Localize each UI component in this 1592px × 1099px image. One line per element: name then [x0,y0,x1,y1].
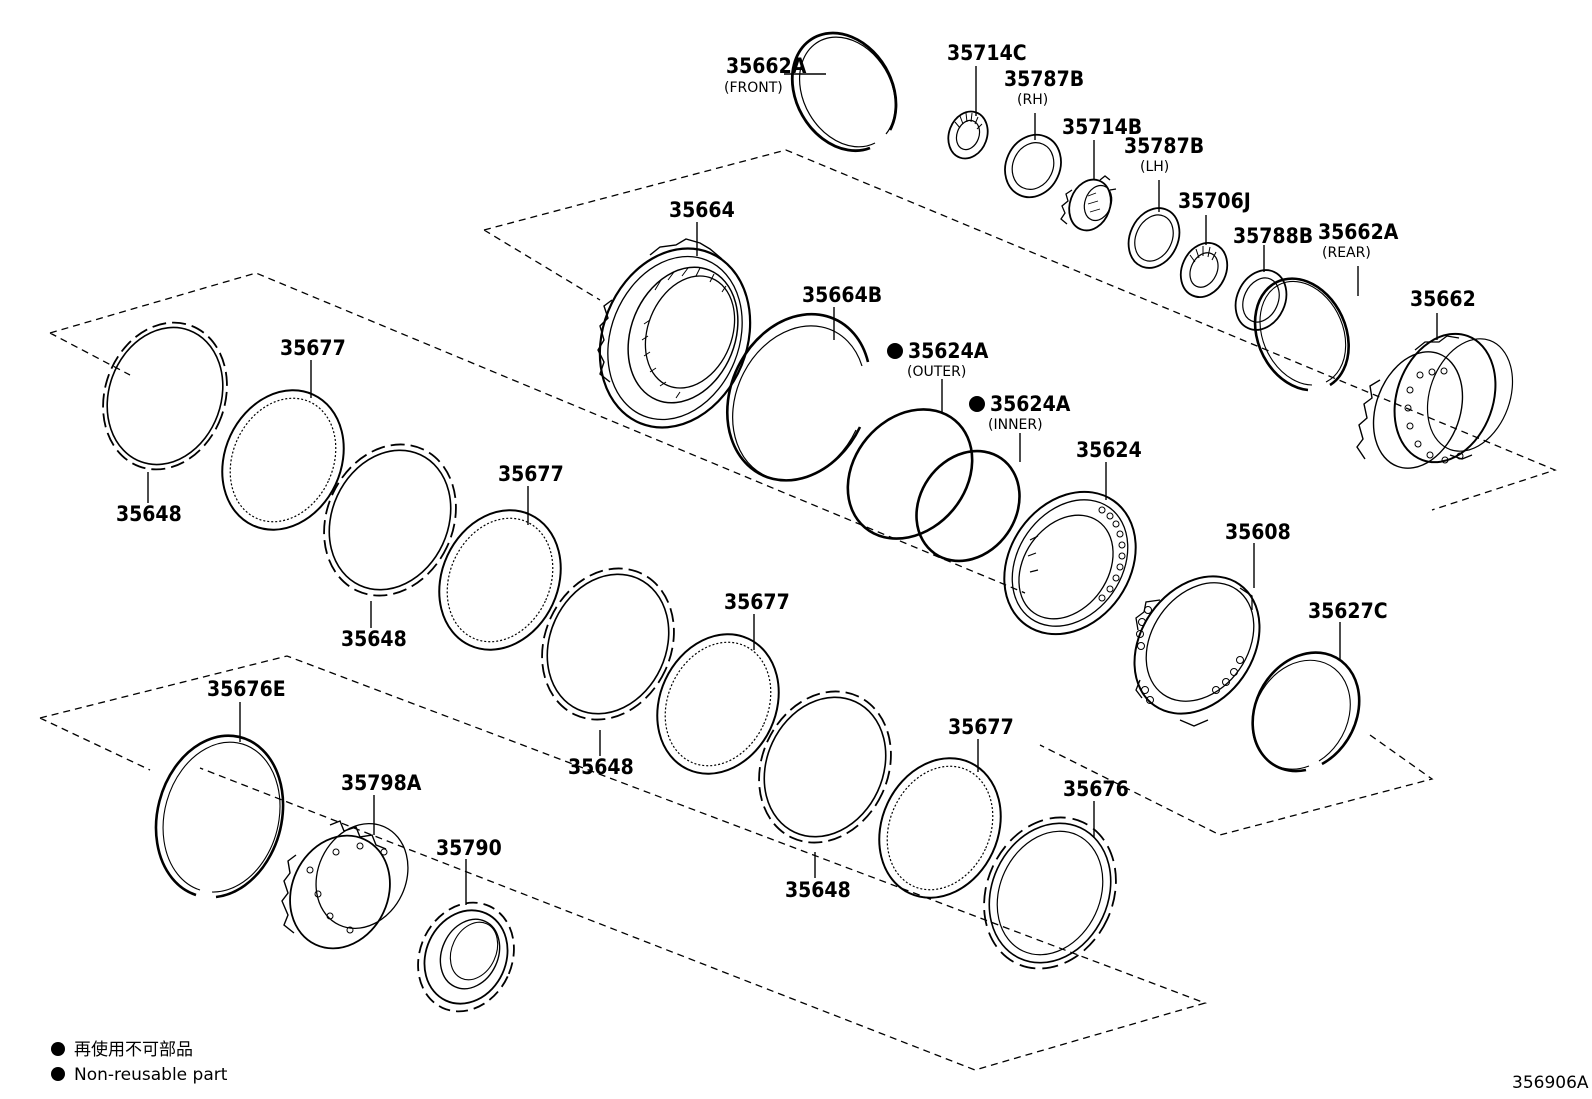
clutch-plate-35648-4 [758,690,892,844]
part-number: 35677 [724,590,790,614]
clutch-plate-35648-2 [323,443,457,597]
clutch-piston-35624 [1003,490,1137,636]
one-way-clutch-35798a [281,820,409,950]
part-number: 35662 [1410,287,1476,311]
o-ring-outer [846,408,974,540]
snap-ring-35627c [1251,651,1361,773]
legend-text-english: Non-reusable part [74,1065,228,1085]
thrust-washer-35788b [1234,269,1288,331]
legend-text-japanese: 再使用不可部品 [74,1039,193,1060]
part-number: 35790 [436,836,502,860]
part-note: (RH) [1017,92,1048,108]
part-number: 35714B [1062,115,1142,139]
o-ring-inner [915,449,1021,563]
part-number: 35648 [785,878,851,902]
one-way-clutch-race-35790 [417,901,515,1013]
part-number: 35648 [568,755,634,779]
part-number: 35788B [1233,224,1313,248]
sun-gear-35714b [1060,175,1117,232]
part-number: 35676 [1063,777,1129,801]
group-outline-middle [49,272,1434,836]
friction-disc-35677-2 [438,509,562,651]
part-number: 35706J [1178,189,1251,213]
part-number: 35648 [341,627,407,651]
clutch-plate-35648-3 [541,567,675,721]
diagram-reference-id: 356906A [1512,1073,1589,1093]
part-number: 35677 [280,336,346,360]
part-number: 35714C [947,41,1027,65]
part-number: 35664B [802,283,882,307]
part-number: 35787B [1004,67,1084,91]
friction-disc-35677-1 [221,389,345,531]
clutch-drum-35664 [597,238,752,429]
snap-ring-35676e [154,734,285,899]
snap-ring-rear [1253,277,1350,392]
group-outline-upper [483,149,1557,511]
non-reusable-marker-outer [887,343,903,359]
legend-symbol-non-reusable [51,1067,65,1081]
friction-disc-35677-4 [878,757,1002,899]
part-number: 35608 [1225,520,1291,544]
clutch-flange-35676 [983,816,1117,970]
part-number: 35624A [990,392,1071,416]
part-number: 35624 [1076,438,1142,462]
snap-ring-35664b [725,312,870,482]
thrust-bearing-35706j [1179,242,1229,298]
friction-disc-35677-3 [656,633,780,775]
part-number: 35662A [726,54,807,78]
group-outline-lower [39,655,1208,1071]
part-number: 35787B [1124,134,1204,158]
return-spring-35608 [1133,575,1261,727]
thrust-washer-lh [1127,207,1181,269]
part-number: 35664 [669,198,735,222]
part-note: (REAR) [1322,245,1371,261]
non-reusable-marker-inner [969,396,985,412]
group-outlines [39,149,1557,1071]
clutch-drum-35662 [1356,332,1514,469]
thrust-washer-rh [1004,133,1062,199]
part-note: (OUTER) [907,364,966,380]
part-note: (LH) [1140,159,1169,175]
part-note: (FRONT) [724,80,783,96]
part-number: 35677 [948,715,1014,739]
part-number: 35798A [341,771,422,795]
part-number: 35677 [498,462,564,486]
part-number: 35624A [908,339,989,363]
part-number: 35676E [207,677,286,701]
part-number: 35662A [1318,220,1399,244]
legend-symbol-non-reusable [51,1042,65,1056]
part-labels: 35662A (FRONT) 35714C 35787B (RH) 35714B… [116,41,1476,902]
snap-ring-front [790,31,898,153]
part-number: 35648 [116,502,182,526]
part-number: 35627C [1308,599,1388,623]
leader-lines [147,66,1438,905]
legend: 再使用不可部品 Non-reusable part [51,1039,228,1085]
part-note: (INNER) [988,417,1043,433]
thrust-bearing-35714c [947,110,989,160]
clutch-plate-35648-1 [102,321,228,471]
